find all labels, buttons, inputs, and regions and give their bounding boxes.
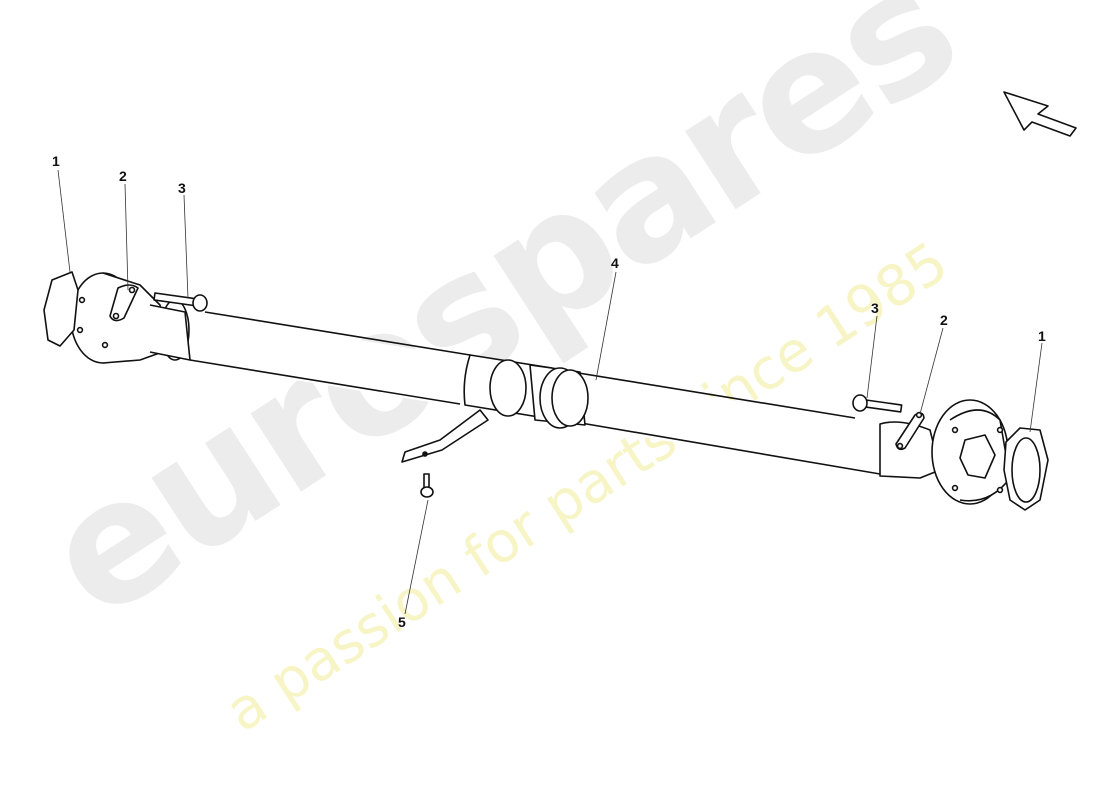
callout-5: 5 [398,614,406,630]
callout-1-right: 1 [1038,328,1046,344]
callout-2-right: 2 [940,312,948,328]
bracket-bolt [420,473,434,498]
left-bolt [153,292,208,312]
callout-2-left: 2 [119,168,127,184]
left-locking-plate [109,284,139,322]
callout-4: 4 [611,255,619,271]
callout-1-left: 1 [52,153,60,169]
left-seal-ring [43,271,79,347]
propeller-shaft [185,311,881,476]
right-seal-ring [1003,427,1049,511]
direction-arrow-icon [1003,91,1077,137]
callout-3-right: 3 [871,300,879,316]
left-flange-assembly [70,272,191,364]
right-bolt [852,394,903,413]
callout-3-left: 3 [178,180,186,196]
right-flange-assembly [879,399,1011,505]
